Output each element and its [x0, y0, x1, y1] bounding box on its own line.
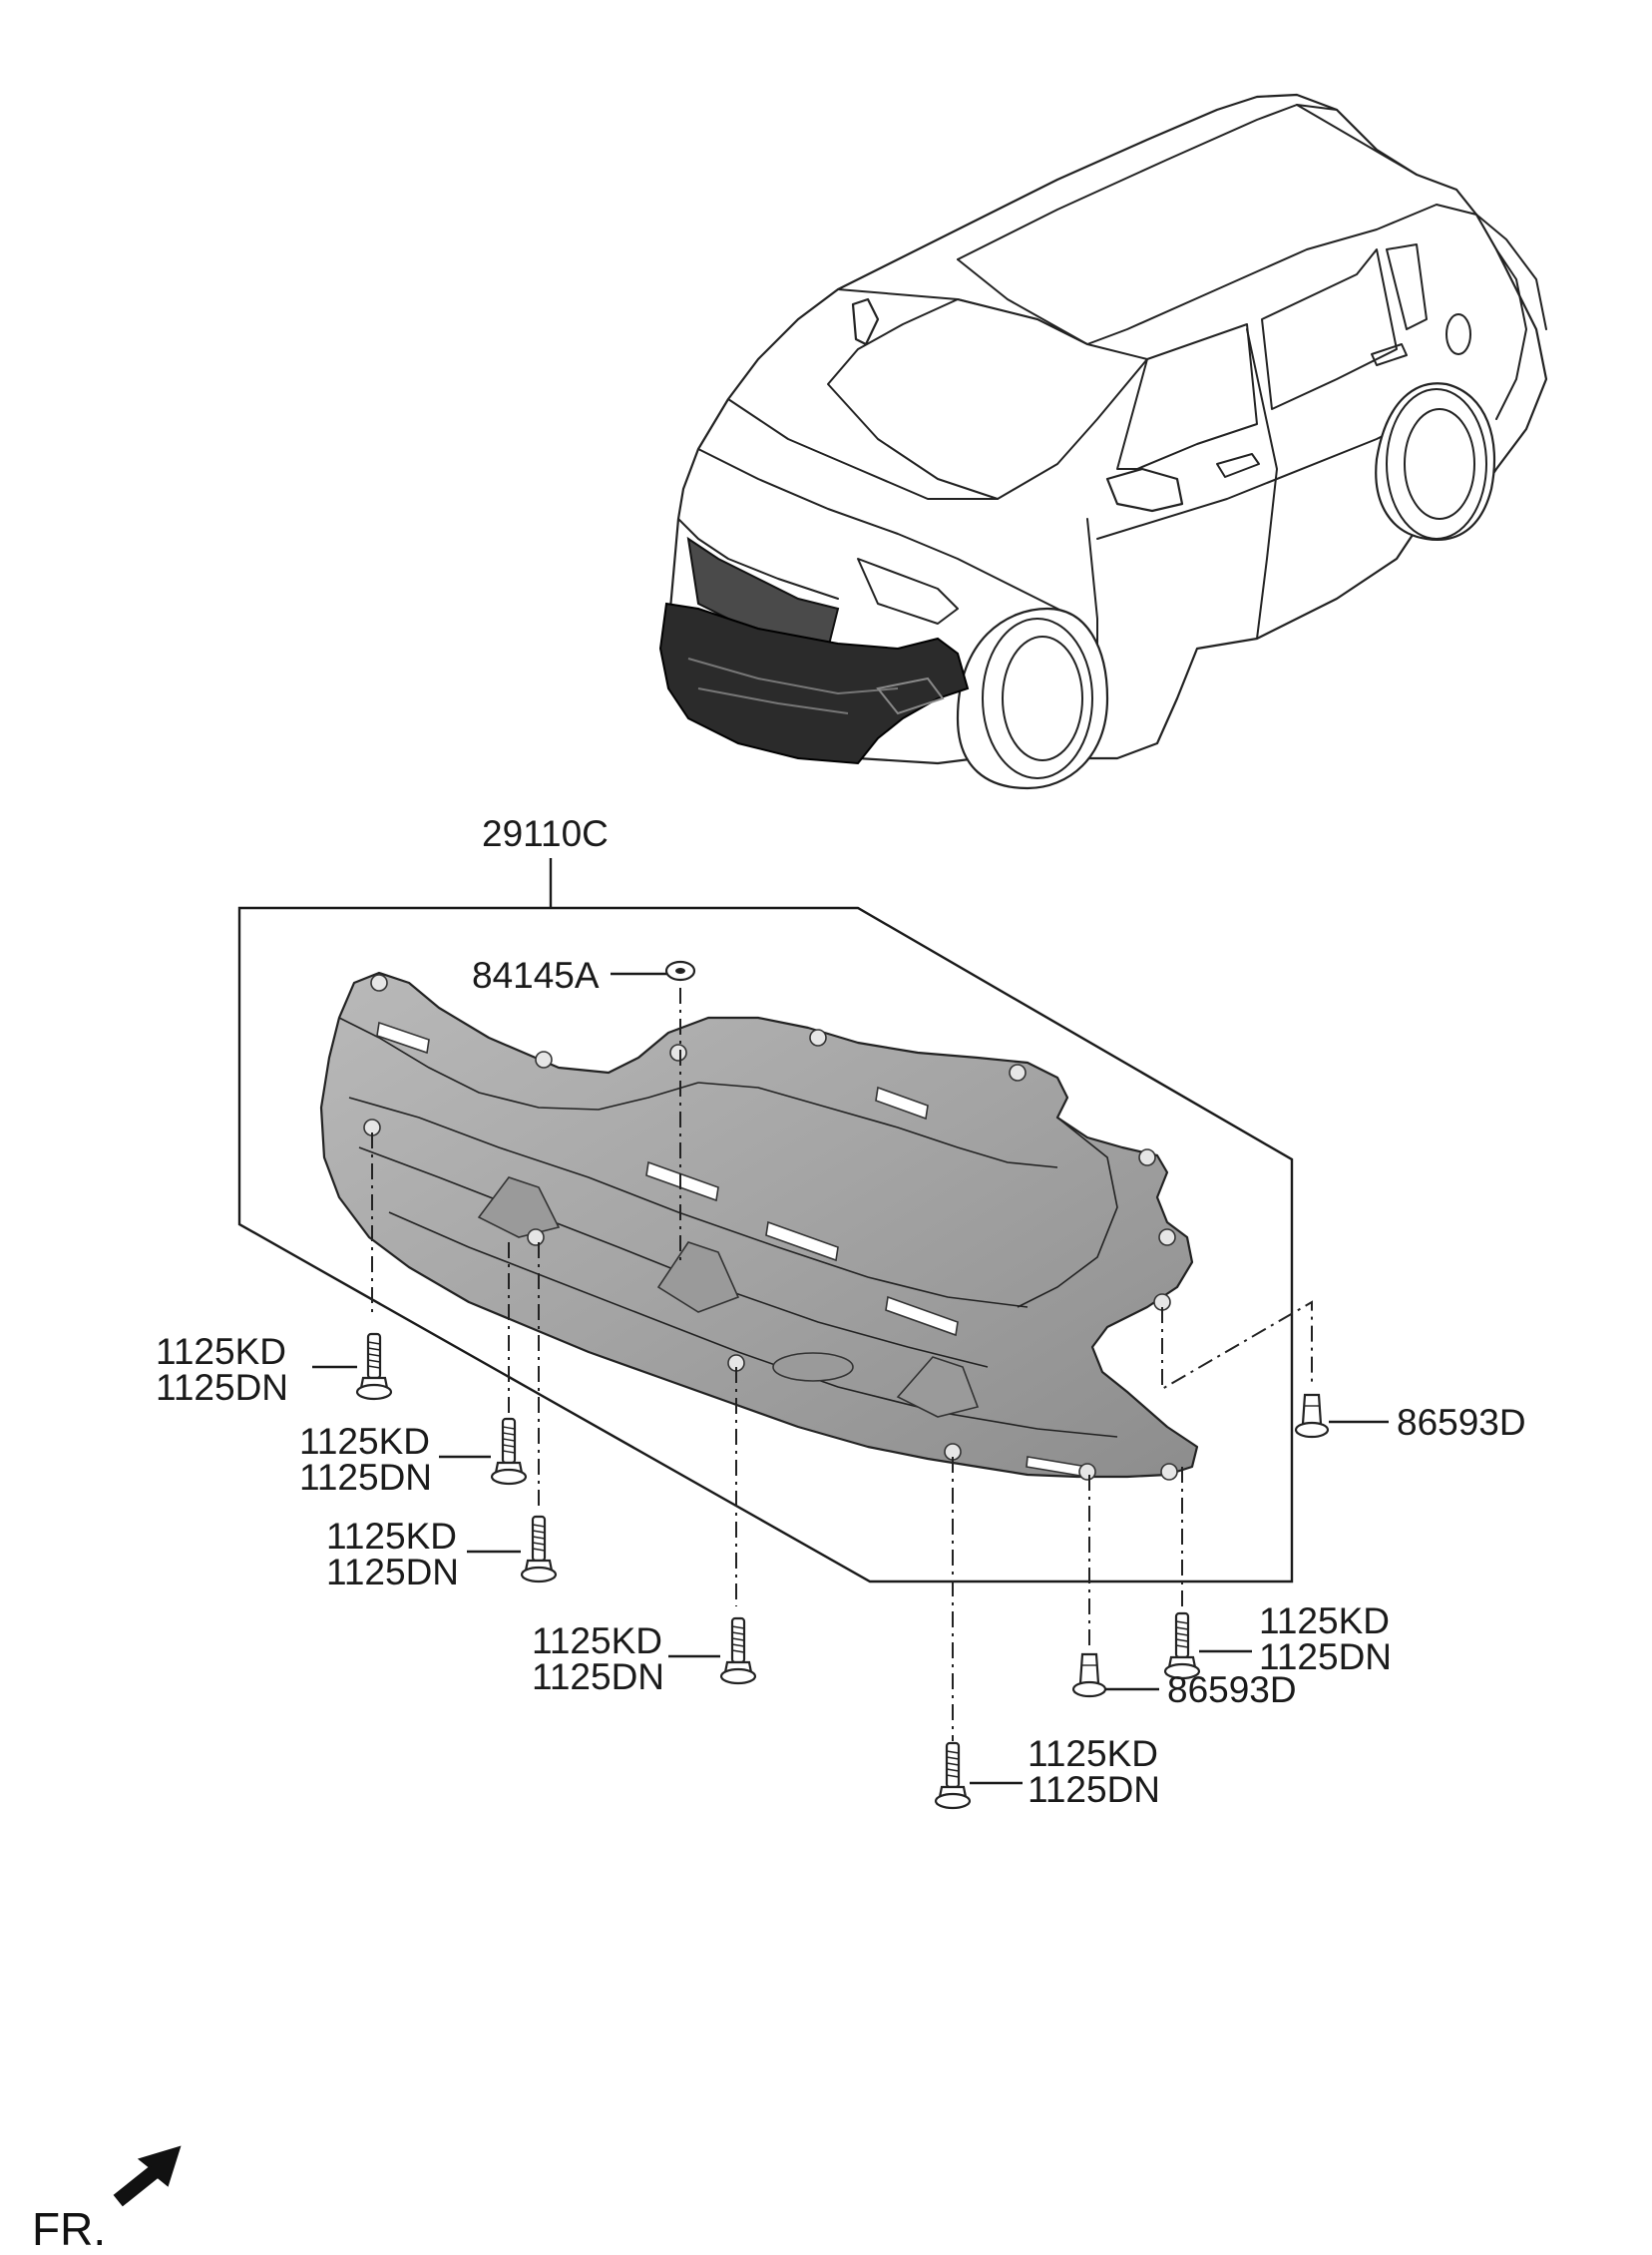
- front-wheel: [956, 607, 1109, 790]
- front-direction-label: FR.: [32, 2203, 106, 2255]
- callout-leaders: [312, 972, 1389, 1785]
- fastener-icons: [355, 960, 1330, 1810]
- assembly-frame: [237, 906, 1294, 1583]
- bolt-label-a: 1125KD: [1028, 1733, 1158, 1774]
- clip-icon: [1294, 1393, 1330, 1439]
- cover-mounting-holes: [363, 974, 1178, 1481]
- front-direction-indicator: FR.: [32, 2145, 182, 2255]
- clip-icon: [1071, 1652, 1107, 1698]
- bolt-label-a: 1125KD: [326, 1516, 457, 1557]
- bolt-label-b: 1125DN: [326, 1552, 459, 1592]
- bolt-icon: [520, 1515, 558, 1583]
- bolt-label-a: 1125KD: [156, 1331, 286, 1372]
- clip-label: 86593D: [1167, 1669, 1297, 1710]
- part-number-label: 29110C: [482, 813, 609, 854]
- clip-label: 86593D: [1397, 1402, 1526, 1443]
- bolt-label-a: 1125KD: [1259, 1600, 1390, 1641]
- under-cover-panel: [319, 971, 1199, 1479]
- bolt-label-a: 1125KD: [299, 1421, 430, 1462]
- bolt-icon: [490, 1417, 528, 1486]
- rear-wheel: [1375, 382, 1496, 541]
- cover-bosses: [477, 1176, 980, 1418]
- bolt-label-b: 1125DN: [1028, 1769, 1160, 1810]
- bolt-icon: [934, 1741, 972, 1810]
- bolt-label-a: 1125KD: [532, 1620, 662, 1661]
- bolt-label-b: 1125DN: [532, 1656, 664, 1697]
- bolt-label-b: 1125DN: [1259, 1636, 1392, 1677]
- nut-label: 84145A: [472, 955, 600, 996]
- bolt-icon: [719, 1616, 757, 1685]
- vehicle-illustration: [658, 93, 1548, 790]
- part-labels: 29110C 84145A 1125KD 1125DN 1125KD 1125D…: [156, 813, 1526, 1810]
- under-cover-assembly: 29110C 84145A 1125KD 1125DN 1125KD 1125D…: [156, 813, 1526, 1810]
- bolt-label-b: 1125DN: [156, 1367, 288, 1408]
- vehicle-headlight: [857, 558, 959, 625]
- front-arrow-icon: [113, 2145, 182, 2207]
- front-bumper-highlight: [658, 602, 970, 765]
- bolt-icon: [355, 1332, 393, 1401]
- fastener-leaders: [371, 988, 1313, 1741]
- bolt-label-b: 1125DN: [299, 1457, 432, 1498]
- grille: [686, 536, 840, 651]
